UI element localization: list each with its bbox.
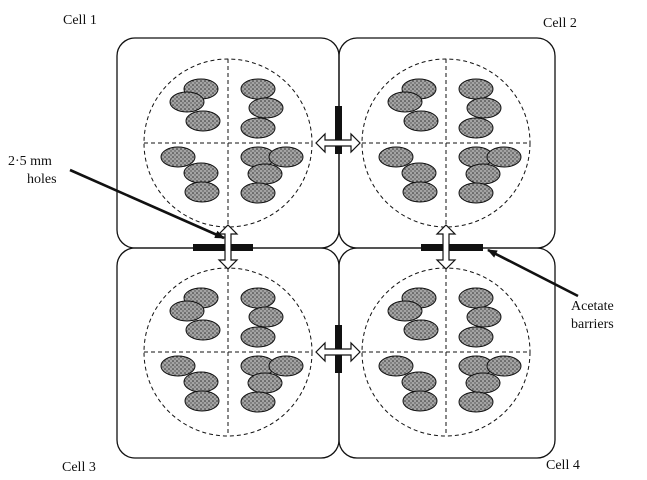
barriers-label-line2: barriers <box>571 317 614 332</box>
leaf-disc <box>486 146 522 168</box>
leaf-disc <box>240 182 276 204</box>
leaf-disc <box>160 146 196 168</box>
leaf-disc <box>458 391 494 413</box>
leaf-disc <box>402 390 438 412</box>
leaf-disc <box>240 287 276 309</box>
leaf-disc <box>378 146 414 168</box>
leaf-disc <box>465 372 501 394</box>
leaf-disc <box>458 287 494 309</box>
leaf-disc <box>185 319 221 341</box>
leaf-disc <box>401 162 437 184</box>
leaf-disc <box>387 91 423 113</box>
leaf-disc <box>240 117 276 139</box>
leaf-disc <box>183 371 219 393</box>
leaf-disc <box>387 300 423 322</box>
hole-arrows <box>217 132 457 363</box>
leaf-disc <box>403 319 439 341</box>
petri-dishes <box>143 58 531 437</box>
leaf-disc <box>268 355 304 377</box>
holes-pointer-arrow <box>69 168 225 240</box>
hole-double-arrow-horizontal <box>315 132 361 154</box>
leaf-disc <box>240 391 276 413</box>
leaf-disc <box>403 110 439 132</box>
leaf-disc <box>486 355 522 377</box>
petri-dish-1 <box>143 58 313 228</box>
leaf-disc <box>160 355 196 377</box>
leaf-disc <box>458 117 494 139</box>
holes-label-line1: 2·5 mm <box>8 154 52 169</box>
leaf-disc <box>466 306 502 328</box>
leaf-disc <box>458 78 494 100</box>
leaf-disc <box>268 146 304 168</box>
cell-1-label: Cell 1 <box>63 13 97 28</box>
leaf-disc <box>378 355 414 377</box>
cell-2-label: Cell 2 <box>543 16 577 31</box>
barrier-top-vertical <box>335 106 342 154</box>
leaf-disc <box>184 390 220 412</box>
leaf-disc <box>466 97 502 119</box>
petri-dish-3 <box>143 267 313 437</box>
cell-3-label: Cell 3 <box>62 460 96 475</box>
leaf-disc <box>465 163 501 185</box>
holes-label-line2: holes <box>27 172 57 187</box>
cell-4-label: Cell 4 <box>546 458 580 473</box>
petri-dish-2 <box>361 58 531 228</box>
leaf-disc <box>169 300 205 322</box>
barriers-pointer-arrow <box>487 248 579 298</box>
hole-double-arrow-horizontal <box>315 341 361 363</box>
hole-double-arrow-vertical <box>435 224 457 270</box>
leaf-disc <box>185 110 221 132</box>
leaf-disc <box>248 97 284 119</box>
leaf-disc <box>240 326 276 348</box>
barrier-left-horizontal <box>193 244 253 251</box>
leaf-disc <box>458 326 494 348</box>
leaf-disc <box>248 306 284 328</box>
petri-dish-4 <box>361 267 531 437</box>
leaf-disc <box>169 91 205 113</box>
leaf-disc <box>247 372 283 394</box>
leaf-disc <box>247 163 283 185</box>
leaf-disc <box>458 182 494 204</box>
leaf-disc <box>401 371 437 393</box>
barriers-label-line1: Acetate <box>571 299 614 314</box>
leaf-disc <box>240 78 276 100</box>
leaf-disc <box>402 181 438 203</box>
barrier-right-horizontal <box>421 244 483 251</box>
leaf-disc <box>183 162 219 184</box>
cell-4-box <box>338 247 556 459</box>
leaf-disc <box>184 181 220 203</box>
